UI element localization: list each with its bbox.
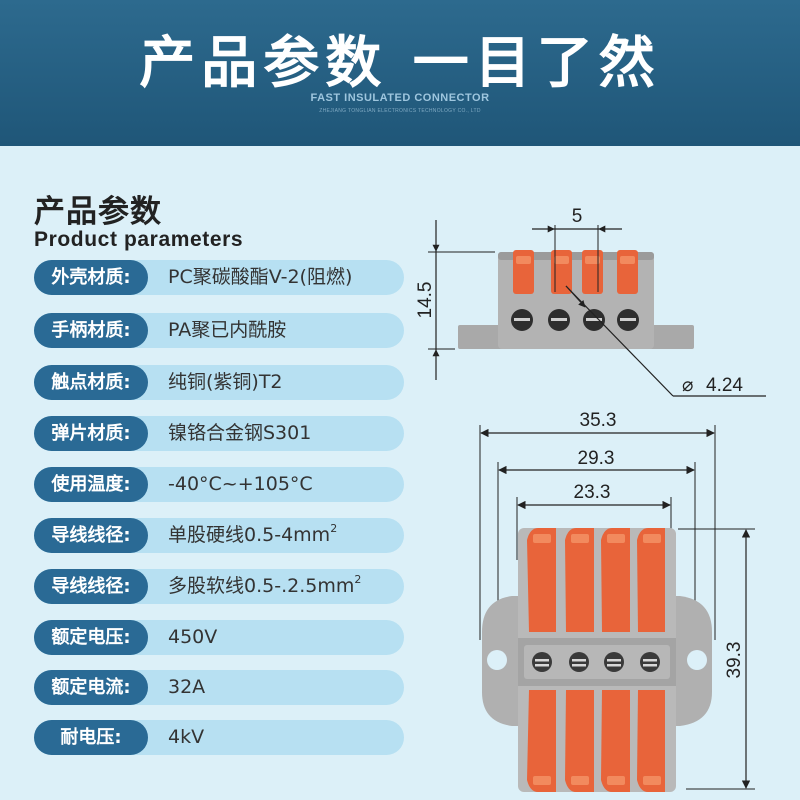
header-banner: 产品参数 一目了然 FAST INSULATED CONNECTOR ZHEJI… [0,0,800,146]
width-inner-label: 23.3 [574,482,611,503]
param-row: 导线线径: 单股硬线0.5-4mm2 [34,518,404,553]
hole-diameter-label: 4.24 [706,375,743,396]
banner-subtitle: FAST INSULATED CONNECTOR [310,92,490,104]
param-value-text: 多股软线0.5-.2.5mm [168,575,355,597]
param-row: 外壳材质: PC聚碳酸酯V-2(阻燃) [34,260,404,295]
diameter-symbol: ⌀ [682,375,693,396]
param-value: PC聚碳酸酯V-2(阻燃) [168,266,353,288]
param-value: 4kV [168,726,205,748]
param-row: 额定电流: 32A [34,670,404,705]
height-label: 14.5 [415,282,436,319]
param-value: 镍铬合金钢S301 [168,422,312,444]
banner-company: ZHEJIANG TONGLIAN ELECTRONICS TECHNOLOGY… [319,108,481,114]
param-label: 导线线径: [34,569,148,604]
param-label: 额定电流: [34,670,148,705]
param-row: 耐电压: 4kV [34,720,404,755]
param-value: 32A [168,676,206,698]
width-mid-label: 29.3 [578,448,615,469]
length-label: 39.3 [724,642,745,679]
section-title: 产品参数 [34,194,162,230]
param-row: 手柄材质: PA聚已内酰胺 [34,313,404,348]
param-label: 导线线径: [34,518,148,553]
param-label: 额定电压: [34,620,148,655]
param-label: 外壳材质: [34,260,148,295]
param-row: 使用温度: -40°C~+105°C [34,467,404,502]
param-value-superscript: 2 [330,522,338,535]
param-row: 弹片材质: 镍铬合金钢S301 [34,416,404,451]
param-value: 单股硬线0.5-4mm2 [168,518,337,553]
section-subtitle: Product parameters [34,228,244,251]
param-row: 额定电压: 450V [34,620,404,655]
param-value: 450V [168,626,218,648]
param-label: 手柄材质: [34,313,148,348]
param-value-superscript: 2 [354,573,362,586]
param-value: 多股软线0.5-.2.5mm2 [168,569,361,604]
width-total-label: 35.3 [580,410,617,431]
param-row: 导线线径: 多股软线0.5-.2.5mm2 [34,569,404,604]
height-dimension: 14.5 [415,220,495,380]
param-value: 纯铜(紫铜)T2 [168,371,283,393]
top-view-drawing [482,528,712,792]
param-value: PA聚已内酰胺 [168,319,287,341]
param-value-text: 单股硬线0.5-4mm [168,524,331,546]
param-label: 弹片材质: [34,416,148,451]
pitch-dimension: 5 [532,206,622,292]
banner-title: 产品参数 一目了然 [139,31,661,96]
param-label: 触点材质: [34,365,148,400]
param-value: -40°C~+105°C [168,473,313,495]
hole-diameter-callout: ⌀ 4.24 [565,285,766,397]
param-row: 触点材质: 纯铜(紫铜)T2 [34,365,404,400]
length-dimension: 39.3 [678,528,755,790]
param-label: 使用温度: [34,467,148,502]
pitch-label: 5 [572,206,583,227]
param-label: 耐电压: [34,720,148,755]
side-view-drawing [458,250,694,349]
